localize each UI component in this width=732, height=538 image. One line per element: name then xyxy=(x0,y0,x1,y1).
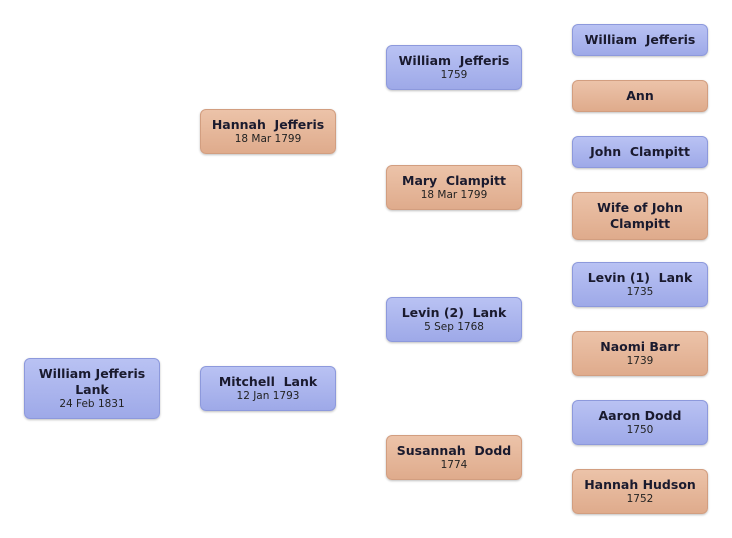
person-name: William Jefferis xyxy=(398,53,510,68)
person-date: 1739 xyxy=(626,355,654,367)
person-box-father-mother[interactable]: Susannah Dodd 1774 xyxy=(386,435,522,480)
person-box-father-father[interactable]: Levin (2) Lank 5 Sep 1768 xyxy=(386,297,522,342)
person-date: 1774 xyxy=(440,459,468,471)
person-name: Susannah Dodd xyxy=(396,443,512,458)
person-name: Naomi Barr xyxy=(600,339,680,354)
person-name: Levin (2) Lank xyxy=(401,305,507,320)
person-name: Aaron Dodd xyxy=(598,408,682,423)
person-date: 18 Mar 1799 xyxy=(234,133,302,145)
person-box-mother-mother[interactable]: Mary Clampitt 18 Mar 1799 xyxy=(386,165,522,210)
person-box-gg-1[interactable]: William Jefferis xyxy=(572,24,708,56)
person-box-gg-4[interactable]: Wife of John Clampitt xyxy=(572,192,708,240)
person-date: 18 Mar 1799 xyxy=(420,189,488,201)
person-name: Mitchell Lank xyxy=(218,374,318,389)
person-box-gg-6[interactable]: Naomi Barr 1739 xyxy=(572,331,708,376)
person-date: 5 Sep 1768 xyxy=(424,321,484,333)
person-date: 12 Jan 1793 xyxy=(236,390,300,402)
person-box-gg-8[interactable]: Hannah Hudson 1752 xyxy=(572,469,708,514)
person-name: Ann xyxy=(626,88,654,103)
person-date: 24 Feb 1831 xyxy=(59,398,125,410)
person-box-gg-3[interactable]: John Clampitt xyxy=(572,136,708,168)
person-box-gg-5[interactable]: Levin (1) Lank 1735 xyxy=(572,262,708,307)
person-date: 1759 xyxy=(440,69,468,81)
person-name: Mary Clampitt xyxy=(402,173,506,188)
person-date: 1750 xyxy=(626,424,654,436)
person-date: 1752 xyxy=(626,493,654,505)
person-name: Hannah Hudson xyxy=(584,477,696,492)
person-name: William Jefferis xyxy=(584,32,696,47)
person-name: John Clampitt xyxy=(590,144,690,159)
person-date: 1735 xyxy=(626,286,654,298)
person-name: William Jefferis Lank xyxy=(38,366,146,397)
person-name: Levin (1) Lank xyxy=(587,270,693,285)
person-name: Wife of John Clampitt xyxy=(597,200,683,231)
person-box-root[interactable]: William Jefferis Lank 24 Feb 1831 xyxy=(24,358,160,419)
person-name: Hannah Jefferis xyxy=(211,117,325,132)
person-box-father[interactable]: Mitchell Lank 12 Jan 1793 xyxy=(200,366,336,411)
person-box-mother-father[interactable]: William Jefferis 1759 xyxy=(386,45,522,90)
person-box-mother[interactable]: Hannah Jefferis 18 Mar 1799 xyxy=(200,109,336,154)
person-box-gg-7[interactable]: Aaron Dodd 1750 xyxy=(572,400,708,445)
person-box-gg-2[interactable]: Ann xyxy=(572,80,708,112)
